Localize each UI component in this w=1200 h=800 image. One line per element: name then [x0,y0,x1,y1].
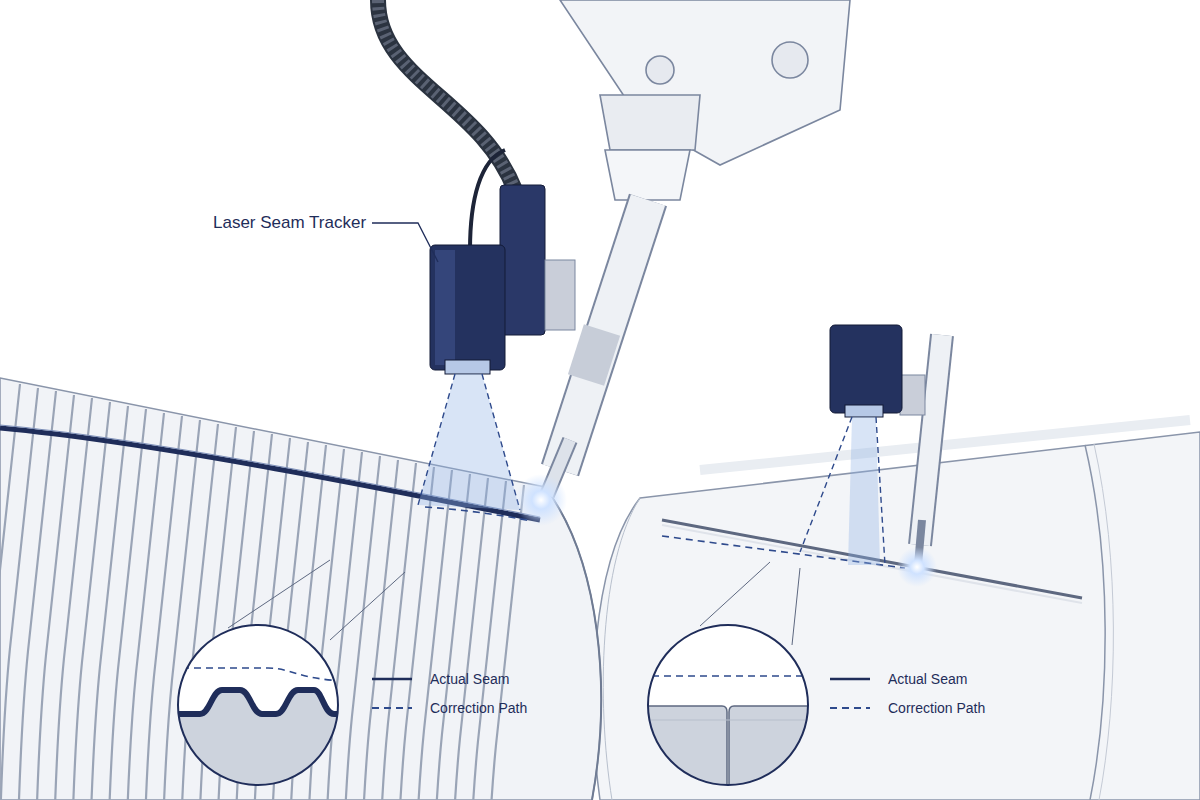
legend-text: Correction Path [888,700,985,716]
corrugated-pipe [0,378,601,800]
inset-butt-joint [640,562,870,800]
weld-spark [897,547,937,587]
leader-line [372,223,438,262]
welding-torch [547,200,648,495]
smooth-pipe [593,420,1200,800]
legend-text: Correction Path [430,700,527,716]
robot-arm [560,0,850,200]
weld-spark [515,474,567,526]
inset-corrugated [170,560,412,800]
legend-text: Actual Seam [888,671,967,687]
legend-text: Actual Seam [430,671,509,687]
second-tracker [800,325,942,565]
part-label: Laser Seam Tracker [213,213,366,233]
laser-seam-tracker [378,0,575,510]
